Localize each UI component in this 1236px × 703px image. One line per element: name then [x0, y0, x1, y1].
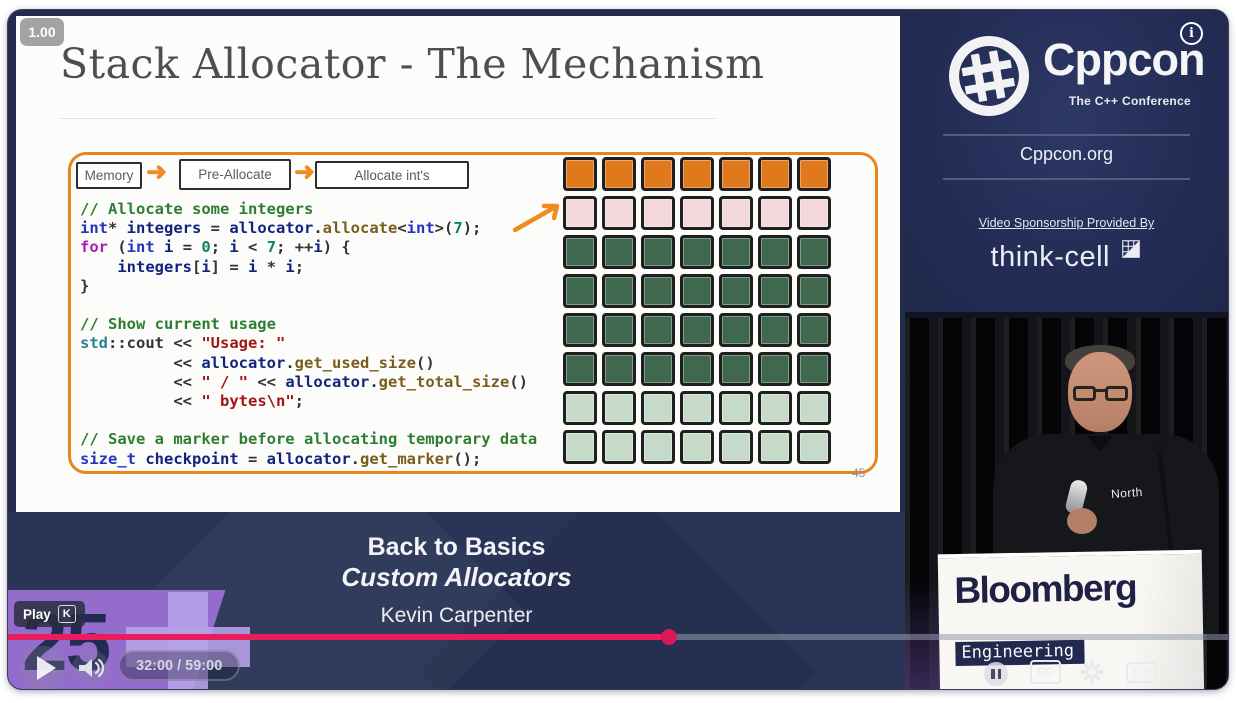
flow-arrow-icon: ➜	[294, 158, 315, 186]
think-cell-wordmark: think-cell	[990, 241, 1110, 273]
keyboard-key: K	[57, 605, 76, 623]
podium: Bloomberg Engineering	[937, 549, 1205, 689]
progress-fill	[8, 634, 670, 640]
cppcon-wordmark: Cppcon	[1043, 34, 1205, 85]
glasses-icon	[1073, 386, 1128, 401]
slide-title: Stack Allocator - The Mechanism	[60, 40, 765, 88]
boom-mic	[1153, 441, 1175, 567]
volume-button[interactable]	[72, 650, 110, 686]
sponsor-logo: think-cell	[905, 238, 1228, 274]
flow-label: Allocate int's	[354, 167, 430, 183]
branding-panel: Cppcon The C++ Conference Cppcon.org Vid…	[905, 10, 1228, 312]
slide-area: Stack Allocator - The Mechanism Memory ➜…	[16, 16, 900, 512]
play-button[interactable]	[22, 646, 66, 689]
info-icon[interactable]: i	[1180, 22, 1203, 45]
title-divider	[60, 118, 716, 119]
pause-icon[interactable]	[984, 662, 1008, 686]
time-display: 32:00 / 59:00	[118, 650, 241, 681]
flow-arrow-icon: ➜	[146, 158, 167, 186]
video-player[interactable]: Stack Allocator - The Mechanism Memory ➜…	[8, 10, 1228, 689]
memory-grid	[563, 157, 831, 464]
settings-gear-icon	[1080, 660, 1104, 684]
think-cell-logo-icon	[1122, 240, 1141, 258]
talk-speaker: Kevin Carpenter	[380, 604, 533, 627]
embed-button[interactable]: < >	[1126, 662, 1157, 683]
captions-button[interactable]: CC	[1030, 660, 1061, 684]
talk-series: Back to Basics	[367, 533, 546, 561]
speaker-camera: North Bloomberg Engineering	[905, 312, 1228, 689]
divider	[943, 178, 1190, 180]
play-tooltip: Play K	[14, 601, 85, 627]
progress-scrubber[interactable]	[661, 629, 678, 645]
allocation-arrow-icon	[513, 203, 560, 233]
flow-box-preallocate: Pre-Allocate	[179, 159, 291, 190]
flow-box-allocate-ints: Allocate int's	[315, 161, 469, 189]
playback-speed-badge[interactable]: 1.00	[20, 18, 64, 46]
flow-box-memory: Memory	[76, 162, 142, 189]
settings-button[interactable]	[1078, 658, 1106, 689]
cppcon-logo-icon	[948, 35, 1030, 117]
podium-company: Bloomberg	[953, 566, 1137, 612]
sponsor-label: Video Sponsorship Provided By	[978, 216, 1155, 230]
speaker-head	[1068, 352, 1132, 432]
volume-icon	[79, 658, 105, 678]
slide-page-number: 45	[852, 466, 866, 480]
fullscreen-button[interactable]	[1176, 656, 1202, 687]
fullscreen-icon	[1177, 657, 1201, 681]
progress-bar[interactable]	[8, 629, 1228, 645]
tooltip-label: Play	[23, 606, 51, 622]
slide-diagram-border	[68, 152, 878, 474]
play-icon	[37, 656, 56, 680]
cppcon-url: Cppcon.org	[1019, 144, 1114, 164]
cppcon-tagline: The C++ Conference	[1068, 94, 1191, 108]
flow-label: Pre-Allocate	[198, 167, 272, 182]
flow-label: Memory	[84, 168, 134, 183]
divider	[943, 134, 1190, 136]
speaker-hand	[1067, 508, 1097, 534]
talk-title: Custom Allocators	[341, 562, 572, 592]
podium-division: Engineering	[955, 639, 1085, 667]
